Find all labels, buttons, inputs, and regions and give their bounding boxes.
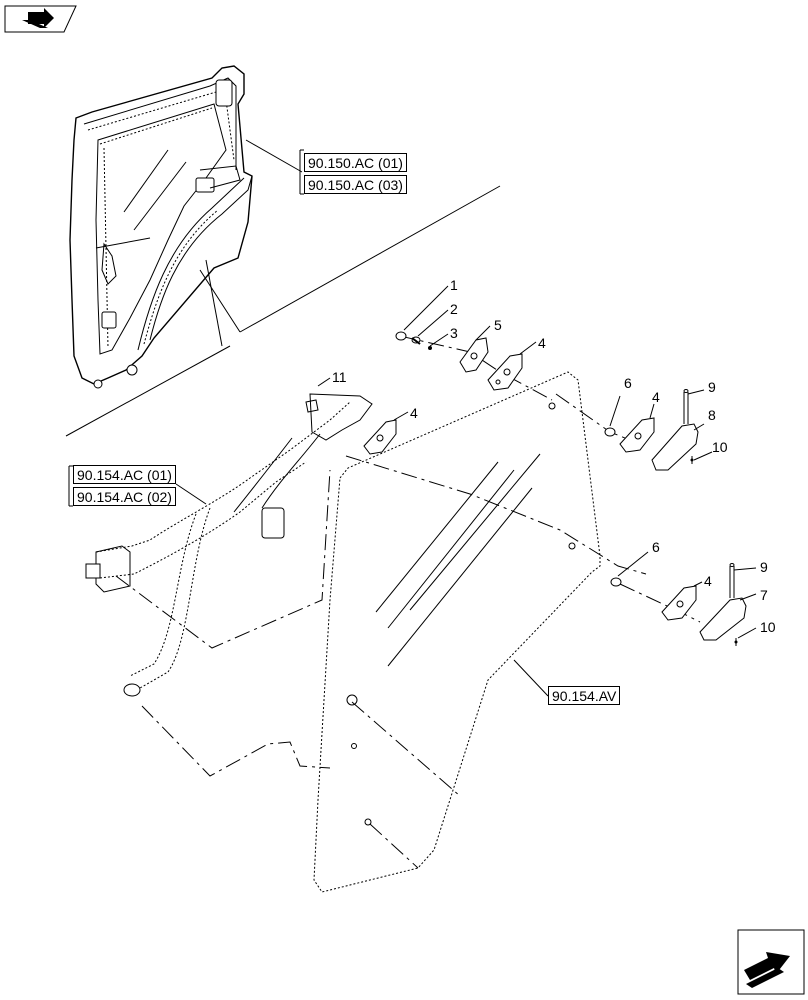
ref-wiper-02[interactable]: 90.154.AC (02) bbox=[73, 487, 176, 506]
callout-4: 4 bbox=[652, 389, 660, 405]
callout-11: 11 bbox=[332, 369, 347, 385]
callout-2: 2 bbox=[450, 301, 458, 317]
ref-cab-frame-01[interactable]: 90.150.AC (01) bbox=[304, 153, 407, 172]
next-page-arrow-icon[interactable] bbox=[737, 929, 805, 995]
ref-cab-frame-03[interactable]: 90.150.AC (03) bbox=[304, 175, 407, 194]
callout-1: 1 bbox=[450, 277, 458, 293]
wiper-assembly bbox=[85, 377, 373, 777]
hardware-right-lower bbox=[610, 551, 757, 646]
callout-8: 8 bbox=[708, 407, 716, 423]
callout-7: 7 bbox=[760, 587, 768, 603]
callout-10: 10 bbox=[760, 619, 776, 635]
callout-10: 10 bbox=[712, 439, 728, 455]
hardware-upper bbox=[363, 285, 553, 455]
callout-9: 9 bbox=[708, 379, 716, 395]
ref-door-glass[interactable]: 90.154.AV bbox=[548, 686, 621, 705]
callout-4: 4 bbox=[410, 405, 418, 421]
callout-numbers: 1 2 3 5 4 11 4 6 4 9 8 10 6 9 4 7 10 bbox=[332, 277, 776, 635]
callout-5: 5 bbox=[494, 317, 502, 333]
callout-6: 6 bbox=[652, 539, 660, 555]
cab-frame-inset bbox=[65, 65, 501, 437]
door-glass bbox=[313, 371, 601, 893]
alignment-lines bbox=[351, 701, 461, 869]
ref-wiper-01[interactable]: 90.154.AC (01) bbox=[73, 465, 176, 484]
callout-4: 4 bbox=[538, 335, 546, 351]
callout-6: 6 bbox=[624, 375, 632, 391]
callout-4: 4 bbox=[704, 573, 712, 589]
book-arrow-icon[interactable] bbox=[4, 5, 77, 33]
callout-9: 9 bbox=[760, 559, 768, 575]
callout-3: 3 bbox=[450, 325, 458, 341]
hardware-right-upper bbox=[345, 389, 713, 575]
